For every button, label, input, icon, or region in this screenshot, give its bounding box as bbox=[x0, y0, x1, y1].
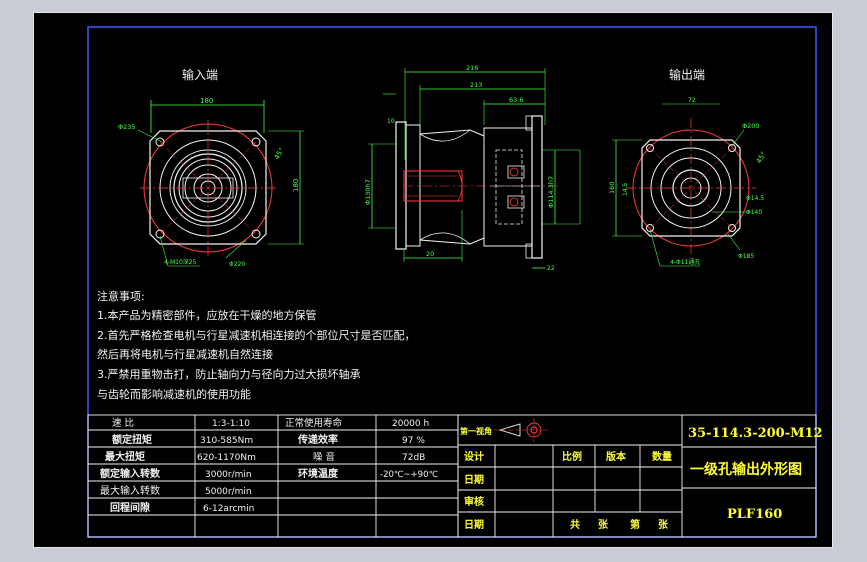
spec-row-value: 6-12arcmin bbox=[203, 504, 254, 514]
spec-row-label2: 环境温度 bbox=[298, 467, 339, 480]
dim-side-bottom: 20 bbox=[426, 250, 434, 258]
dim-side-small: 10 bbox=[387, 118, 395, 125]
sheet-unit: 张 bbox=[598, 518, 609, 531]
note-line-1: 1.本产品为精密部件，应放在干燥的地方保管 bbox=[97, 308, 317, 322]
note-line-3: 然后再将电机与行星减速机自然连接 bbox=[97, 347, 273, 361]
spec-row-value2: -20℃~+90℃ bbox=[380, 470, 438, 480]
spec-row-value2: 72dB bbox=[402, 453, 425, 463]
dim-side-right-dia: Φ114.3h7 bbox=[547, 176, 555, 208]
spec-row-label: 额定扭矩 bbox=[112, 433, 152, 446]
drawing-frame bbox=[33, 12, 833, 548]
note-line-5: 与齿轮而影响减速机的使用功能 bbox=[97, 387, 251, 401]
dim-out-side: 160 bbox=[608, 182, 616, 194]
notes-block: 注意事项: 1.本产品为精密部件，应放在干燥的地方保管 2.首先严格检查电机与行… bbox=[97, 289, 416, 401]
spec-row-label: 最大扭矩 bbox=[105, 450, 145, 463]
dim-out-angle: 45° bbox=[755, 150, 768, 165]
col-head-version: 版本 bbox=[606, 450, 627, 463]
spec-row-label: 速 比 bbox=[112, 417, 134, 429]
dim-out-key: Φ140 bbox=[746, 209, 762, 216]
row-label-review: 审核 bbox=[464, 495, 484, 508]
row-label-date2: 日期 bbox=[464, 518, 484, 531]
dim-out-bolt: Φ185 bbox=[738, 253, 754, 260]
first-angle-label: 第一视角 bbox=[460, 426, 492, 436]
sheet-no: 第 bbox=[630, 518, 640, 531]
drawing-number: 35-114.3-200-M12 bbox=[688, 426, 823, 441]
side-section-view: 216 213 63.6 10 bbox=[364, 64, 581, 272]
dim-input-width: 180 bbox=[200, 97, 213, 105]
input-title: 输入端 bbox=[182, 67, 218, 82]
input-end-view: 输入端 180 bbox=[118, 67, 304, 268]
dim-side-bottom2: 22 bbox=[547, 265, 555, 272]
col-head-scale: 比例 bbox=[562, 450, 582, 463]
spec-row-label: 回程间隙 bbox=[110, 501, 150, 514]
drawing-name: 一级孔输出外形图 bbox=[690, 461, 802, 478]
notes-title: 注意事项: bbox=[97, 289, 145, 303]
output-end-view: 输出端 72 160 14.5 Φ200 45 bbox=[608, 67, 768, 267]
row-label-date: 日期 bbox=[464, 473, 484, 486]
row-label-design: 设计 bbox=[464, 450, 484, 463]
title-block bbox=[457, 414, 817, 538]
spec-row-label: 额定输入转数 bbox=[100, 467, 161, 480]
spec-row-value: 3000r/min bbox=[205, 470, 252, 480]
dim-out-inner: 14.5 bbox=[622, 182, 629, 196]
dim-input-holes: 4-M10深25 bbox=[164, 258, 197, 266]
dim-input-side: 180 bbox=[292, 179, 300, 192]
dim-side-total: 216 bbox=[466, 64, 478, 72]
dim-out-top: 72 bbox=[688, 97, 696, 104]
spec-row-label: 最大输入转数 bbox=[100, 484, 160, 497]
dim-input-bolt: Φ220 bbox=[229, 261, 245, 268]
spec-row-value: 620-1170Nm bbox=[197, 453, 256, 463]
spec-row-label2: 噪 音 bbox=[313, 451, 335, 463]
dim-input-angle: 45° bbox=[273, 146, 286, 161]
output-title: 输出端 bbox=[669, 67, 705, 82]
spec-row-value2: 97 % bbox=[402, 436, 425, 446]
spec-table-text: 速 比 1:3-1:10 正常使用寿命 20000 h 额定扭矩 310-585… bbox=[100, 417, 438, 514]
spec-row-value2: 20000 h bbox=[392, 419, 429, 429]
title-block-text: 第一视角 设计 日期 审核 日期 比例 版本 数量 共 张 第 张 35-114… bbox=[460, 418, 823, 531]
sheet-unit2: 张 bbox=[658, 518, 669, 531]
note-line-2: 2.首先严格检查电机与行星减速机相连接的个部位尺寸是否匹配， bbox=[97, 328, 416, 342]
dim-side-mid: 213 bbox=[470, 81, 482, 89]
dim-side-left-dia: Φ130h7 bbox=[364, 179, 372, 205]
note-line-4: 3.严禁用重物击打，防止轴向力与径向力过大损坏轴承 bbox=[97, 367, 361, 381]
spec-row-value: 310-585Nm bbox=[200, 436, 253, 446]
sheet-total: 共 bbox=[570, 518, 580, 531]
spec-row-value: 5000r/min bbox=[205, 487, 252, 497]
spec-row-value: 1:3-1:10 bbox=[212, 419, 250, 429]
dim-side-right: 63.6 bbox=[509, 96, 523, 104]
first-angle-symbol-icon bbox=[494, 418, 548, 442]
dim-input-sq: Φ235 bbox=[118, 123, 136, 131]
dim-out-dia: Φ200 bbox=[742, 122, 760, 130]
model-name: PLF160 bbox=[727, 507, 782, 522]
dim-out-holes: 4-Φ11通孔 bbox=[670, 258, 700, 266]
col-head-qty: 数量 bbox=[652, 450, 672, 463]
spec-row-label2: 传递效率 bbox=[297, 433, 338, 446]
spec-row-label2: 正常使用寿命 bbox=[285, 417, 343, 429]
dim-out-hole: Φ14.5 bbox=[746, 195, 764, 202]
